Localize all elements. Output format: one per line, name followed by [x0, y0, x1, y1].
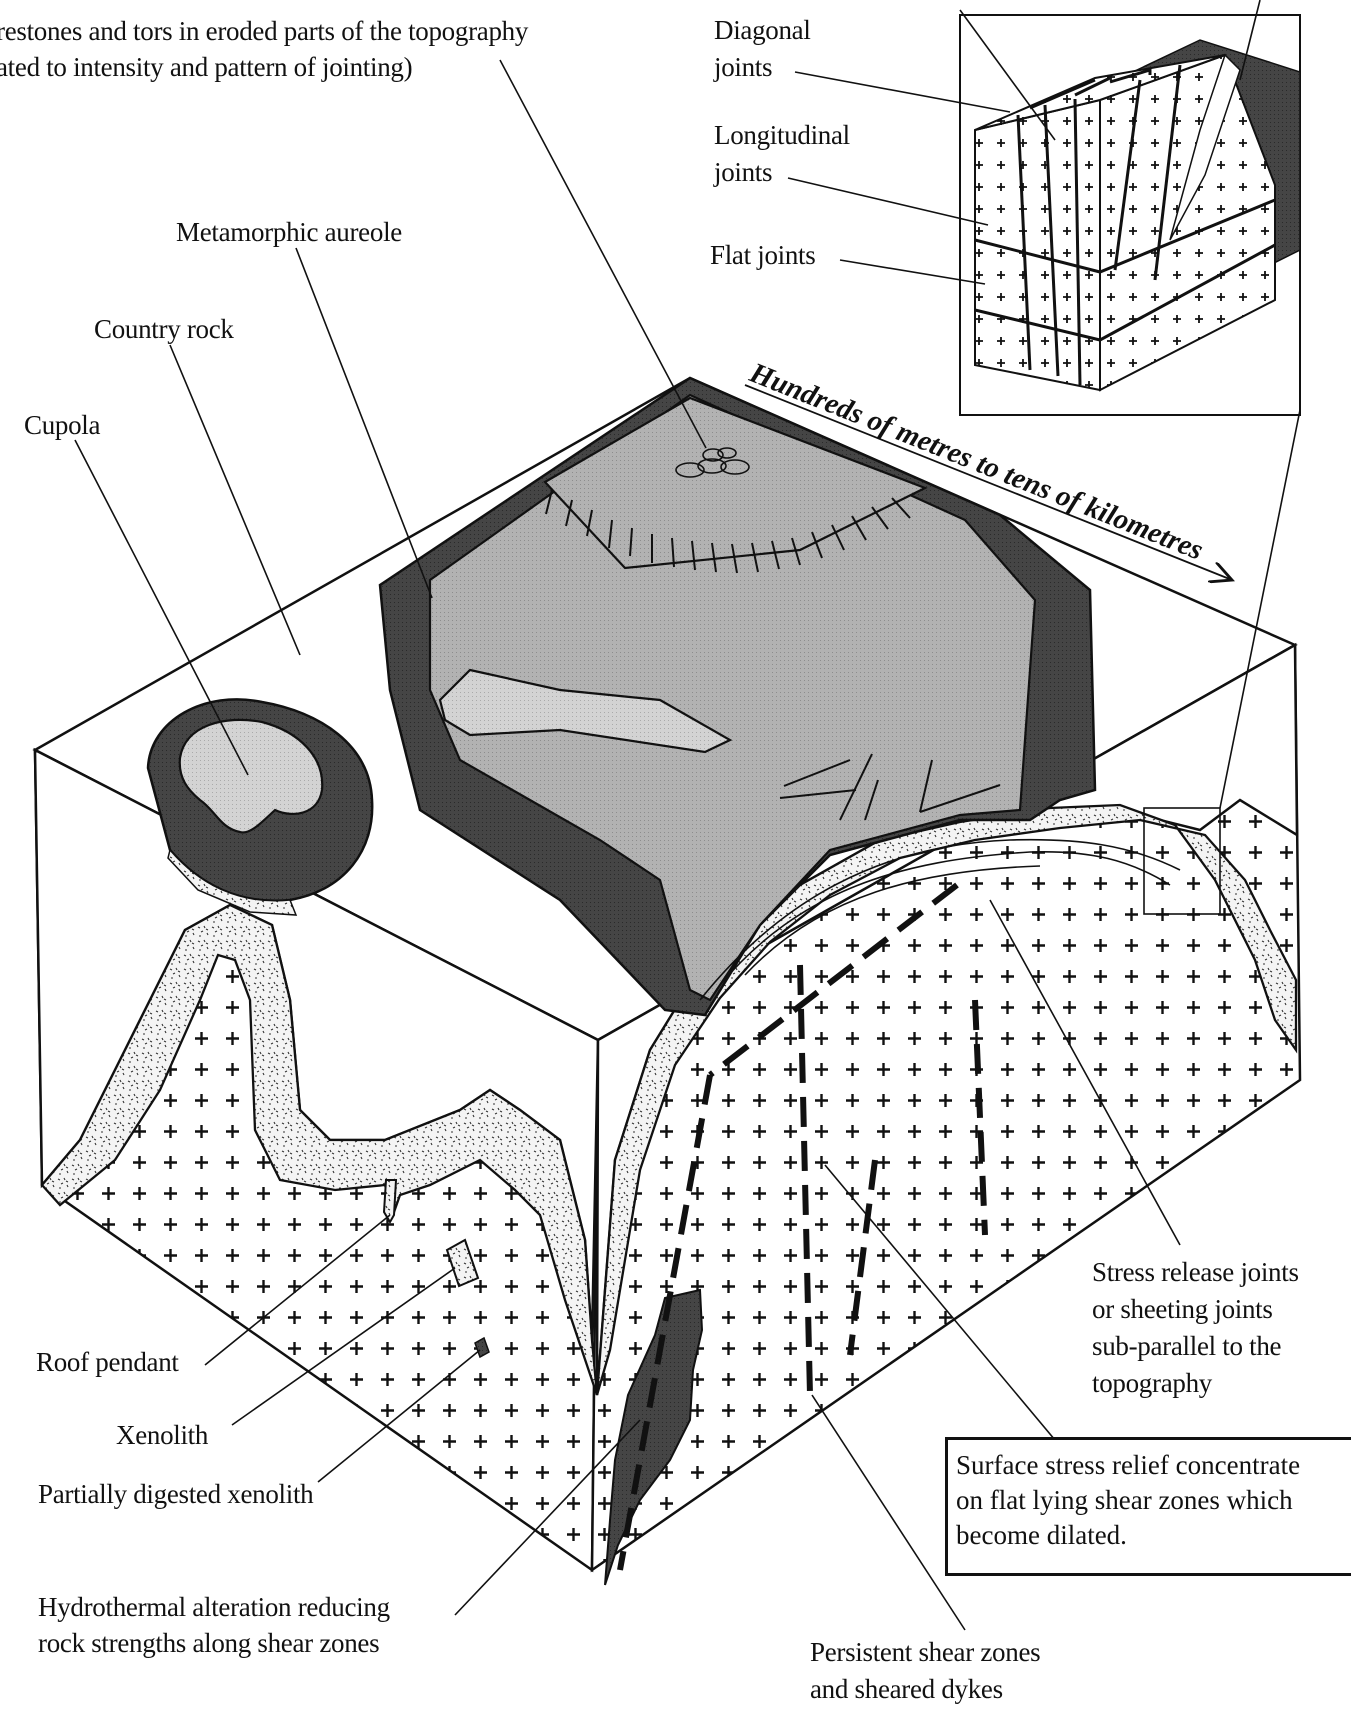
label-roof-pendant: Roof pendant — [36, 1347, 179, 1377]
surface-stress-relief-box: Surface stress relief concentrate on fla… — [945, 1437, 1351, 1576]
label-tors-line1: restones and tors in eroded parts of the… — [0, 16, 529, 46]
label-diagonal-joints-2: joints — [714, 52, 773, 82]
xenolith — [445, 1238, 480, 1288]
escarpment-ticks — [545, 489, 911, 574]
label-stress-release-2: or sheeting joints — [1092, 1294, 1273, 1324]
label-persistent-shear-1: Persistent shear zones — [810, 1637, 1041, 1667]
cupola — [146, 698, 374, 916]
shear-zones — [617, 882, 988, 1571]
label-longitudinal-joints-2: joints — [714, 157, 773, 187]
sheeting-joints — [699, 838, 1181, 1001]
label-flat-joints: Flat joints — [710, 240, 816, 270]
surface-stress-line2: on flat lying shear zones which — [956, 1485, 1293, 1515]
label-stress-release-1: Stress release joints — [1092, 1257, 1299, 1287]
label-stress-release-3: sub-parallel to the — [1092, 1331, 1282, 1361]
surface-stress-line3: become dilated. — [956, 1520, 1127, 1550]
label-stress-release-4: topography — [1092, 1368, 1212, 1398]
scale-arrow — [744, 384, 1232, 580]
label-cupola: Cupola — [24, 410, 101, 440]
upper-plateau — [543, 396, 928, 570]
surface-joints — [779, 753, 1001, 821]
label-metamorphic-aureole: Metamorphic aureole — [176, 217, 402, 247]
label-longitudinal-joints-1: Longitudinal — [714, 120, 850, 150]
label-hydrothermal-2: rock strengths along shear zones — [38, 1628, 380, 1658]
inset-panel — [959, 14, 1301, 416]
label-diagonal-joints-1: Diagonal — [714, 15, 811, 45]
surface-stress-line1: Surface stress relief concentrate — [956, 1450, 1301, 1480]
granite-surface — [428, 393, 1037, 1002]
label-tors-line2: ated to intensity and pattern of jointin… — [0, 52, 413, 82]
label-partially-digested-xenolith: Partially digested xenolith — [38, 1479, 314, 1509]
label-xenolith: Xenolith — [116, 1420, 209, 1450]
tor-symbols — [675, 447, 750, 478]
inset-source-box — [1143, 807, 1221, 915]
roof-pendant — [382, 1179, 398, 1224]
label-country-rock: Country rock — [94, 314, 234, 344]
leader-lines — [74, 0, 1301, 1631]
aureole-tongue — [438, 668, 733, 754]
label-persistent-shear-2: and sheared dykes — [810, 1674, 1003, 1704]
left-aureole-band — [40, 903, 599, 1396]
label-hydrothermal-1: Hydrothermal alteration reducing — [38, 1592, 390, 1622]
